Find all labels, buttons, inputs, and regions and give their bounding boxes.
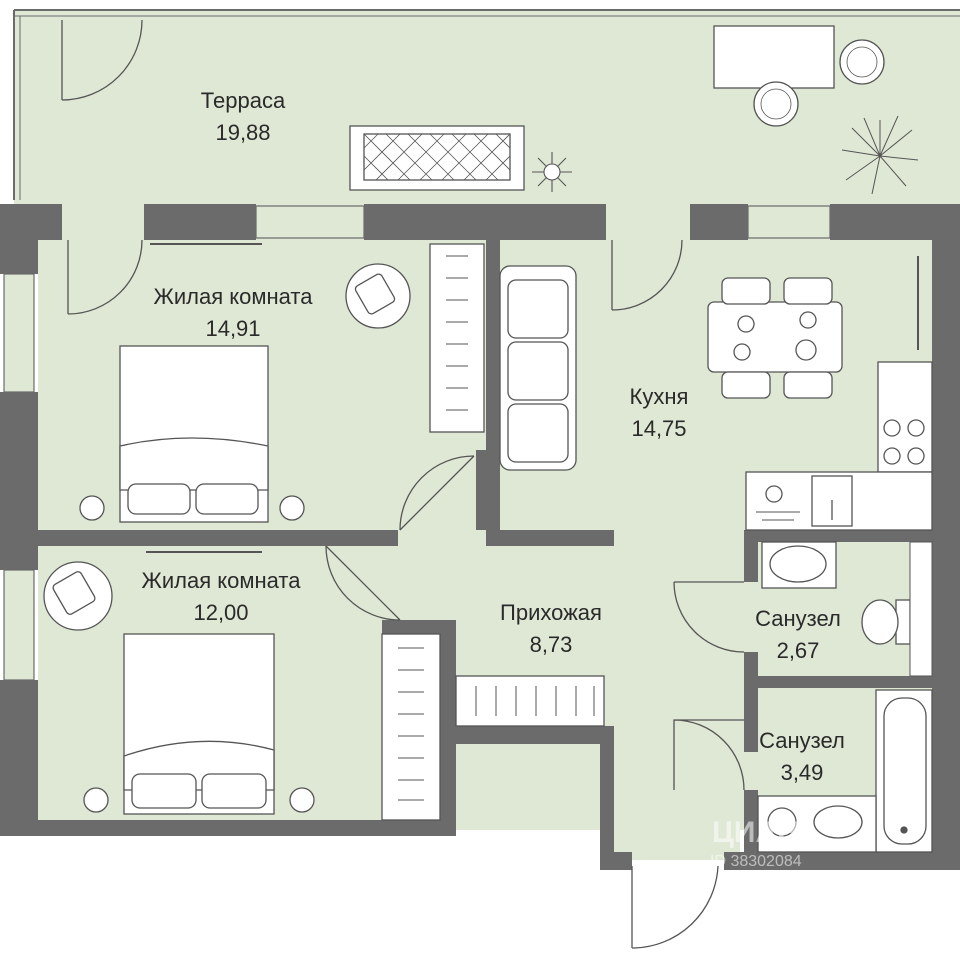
window-left-upper (3, 273, 35, 393)
window-kitchen-top (747, 205, 831, 239)
wall-bath-left2 (744, 652, 758, 752)
wall-hall-kitchen (486, 530, 614, 546)
plant-icon (841, 115, 919, 195)
wall-left-mid (0, 392, 38, 570)
sink-icon (811, 475, 853, 527)
kitchen-name: Кухня (630, 384, 689, 409)
stove-icon (877, 361, 933, 473)
plant-icon (532, 152, 572, 192)
wall-right (932, 204, 960, 870)
bathtub-icon (875, 689, 933, 853)
wall-left-lower (0, 680, 38, 836)
window-left-lower (3, 569, 35, 681)
window-kitchen-door (606, 206, 690, 238)
wall-closet-left (440, 620, 456, 836)
walls (0, 204, 960, 870)
wall-bath-left3 (744, 790, 758, 860)
bedroom2-area: 12,00 (193, 600, 248, 625)
toilet-icon (861, 599, 911, 645)
nightstand-lamp (289, 787, 315, 813)
wall-closet1-bottom (476, 450, 500, 530)
terrace-table (713, 25, 835, 89)
bedroom2-furniture (43, 551, 441, 821)
terrace-bench-seat (363, 133, 511, 181)
doors (61, 19, 745, 949)
chair-icon-inner (846, 46, 878, 78)
door-bedroom1[interactable] (399, 455, 475, 531)
windows (3, 205, 831, 681)
wall-bottom-left (0, 820, 456, 836)
hallway-furniture (455, 675, 605, 727)
room-labels: Терраса 19,88 Жилая комната 14,91 Жилая … (142, 88, 845, 785)
wall-left-upper (0, 204, 38, 274)
terrace-area: 19,88 (215, 120, 270, 145)
door-kitchen-terrace[interactable] (611, 239, 683, 311)
bath2-area: 3,49 (781, 760, 824, 785)
door-bedroom1-terrace[interactable] (67, 239, 143, 315)
chair-icon-inner (760, 88, 792, 120)
hallway-name: Прихожая (500, 600, 602, 625)
watermark: ЦИАН ID 38302084 (710, 816, 802, 870)
hanger-icon (429, 243, 485, 433)
window-terrace-door (62, 206, 144, 238)
chair-icon (753, 81, 799, 127)
sink-icon (813, 805, 863, 839)
terrace-bench-mesh (363, 133, 511, 181)
wall-top-mid1 (144, 204, 256, 240)
bath2-name: Санузел (759, 728, 845, 753)
hallway-area: 8,73 (530, 632, 573, 657)
chair-icon (43, 561, 113, 631)
watermark-id: ID 38302084 (710, 853, 802, 870)
door-terrace[interactable] (61, 19, 143, 101)
wall-bottom-right (724, 852, 960, 870)
bath1-wall-inner (909, 541, 933, 677)
wall-bath-divider (744, 676, 932, 688)
wall-top-mid2 (364, 204, 606, 240)
washer-icon (767, 807, 797, 837)
nightstand-lamp (83, 787, 109, 813)
door-entrance[interactable] (631, 865, 719, 949)
terrace-furniture (349, 25, 919, 195)
bath1-area: 2,67 (777, 638, 820, 663)
dishwasher (756, 485, 800, 521)
wall-bath-top (744, 530, 932, 542)
kitchen-area: 14,75 (631, 416, 686, 441)
table-icon (707, 277, 843, 399)
bath1-name: Санузел (755, 606, 841, 631)
wall-closet-bottom (440, 726, 614, 744)
wall-closet2-top (382, 620, 456, 634)
hanger-icon (381, 633, 441, 821)
wall-top-mid3 (690, 204, 748, 240)
watermark-brand: ЦИАН (712, 816, 799, 849)
sink-icon (761, 541, 837, 589)
window-bedroom1-top (255, 205, 365, 239)
bedroom1-furniture (79, 243, 485, 523)
terrace-outline (13, 9, 960, 200)
bedroom1-area: 14,91 (205, 316, 260, 341)
door-bath2[interactable] (673, 719, 745, 791)
wall-hall-left (600, 740, 614, 860)
bath1-furniture (761, 541, 933, 677)
door-bedroom2[interactable] (325, 545, 401, 621)
terrace-name: Терраса (201, 88, 286, 113)
bath2-furniture (757, 689, 933, 853)
bed-icon (123, 633, 275, 815)
chair-icon (839, 39, 885, 85)
bedroom2-name: Жилая комната (142, 568, 302, 593)
hanger-icon (455, 675, 605, 727)
wall-bath-left (744, 534, 758, 582)
chair-icon (345, 263, 411, 329)
bed-icon (119, 345, 269, 523)
bedroom1-name: Жилая комната (154, 284, 314, 309)
wall-bedroom-divider (38, 530, 398, 546)
door-bath1[interactable] (673, 581, 745, 653)
nightstand-lamp (279, 495, 305, 521)
sofa-icon (499, 265, 577, 471)
nightstand-lamp (79, 495, 105, 521)
kitchen-furniture (499, 256, 933, 531)
